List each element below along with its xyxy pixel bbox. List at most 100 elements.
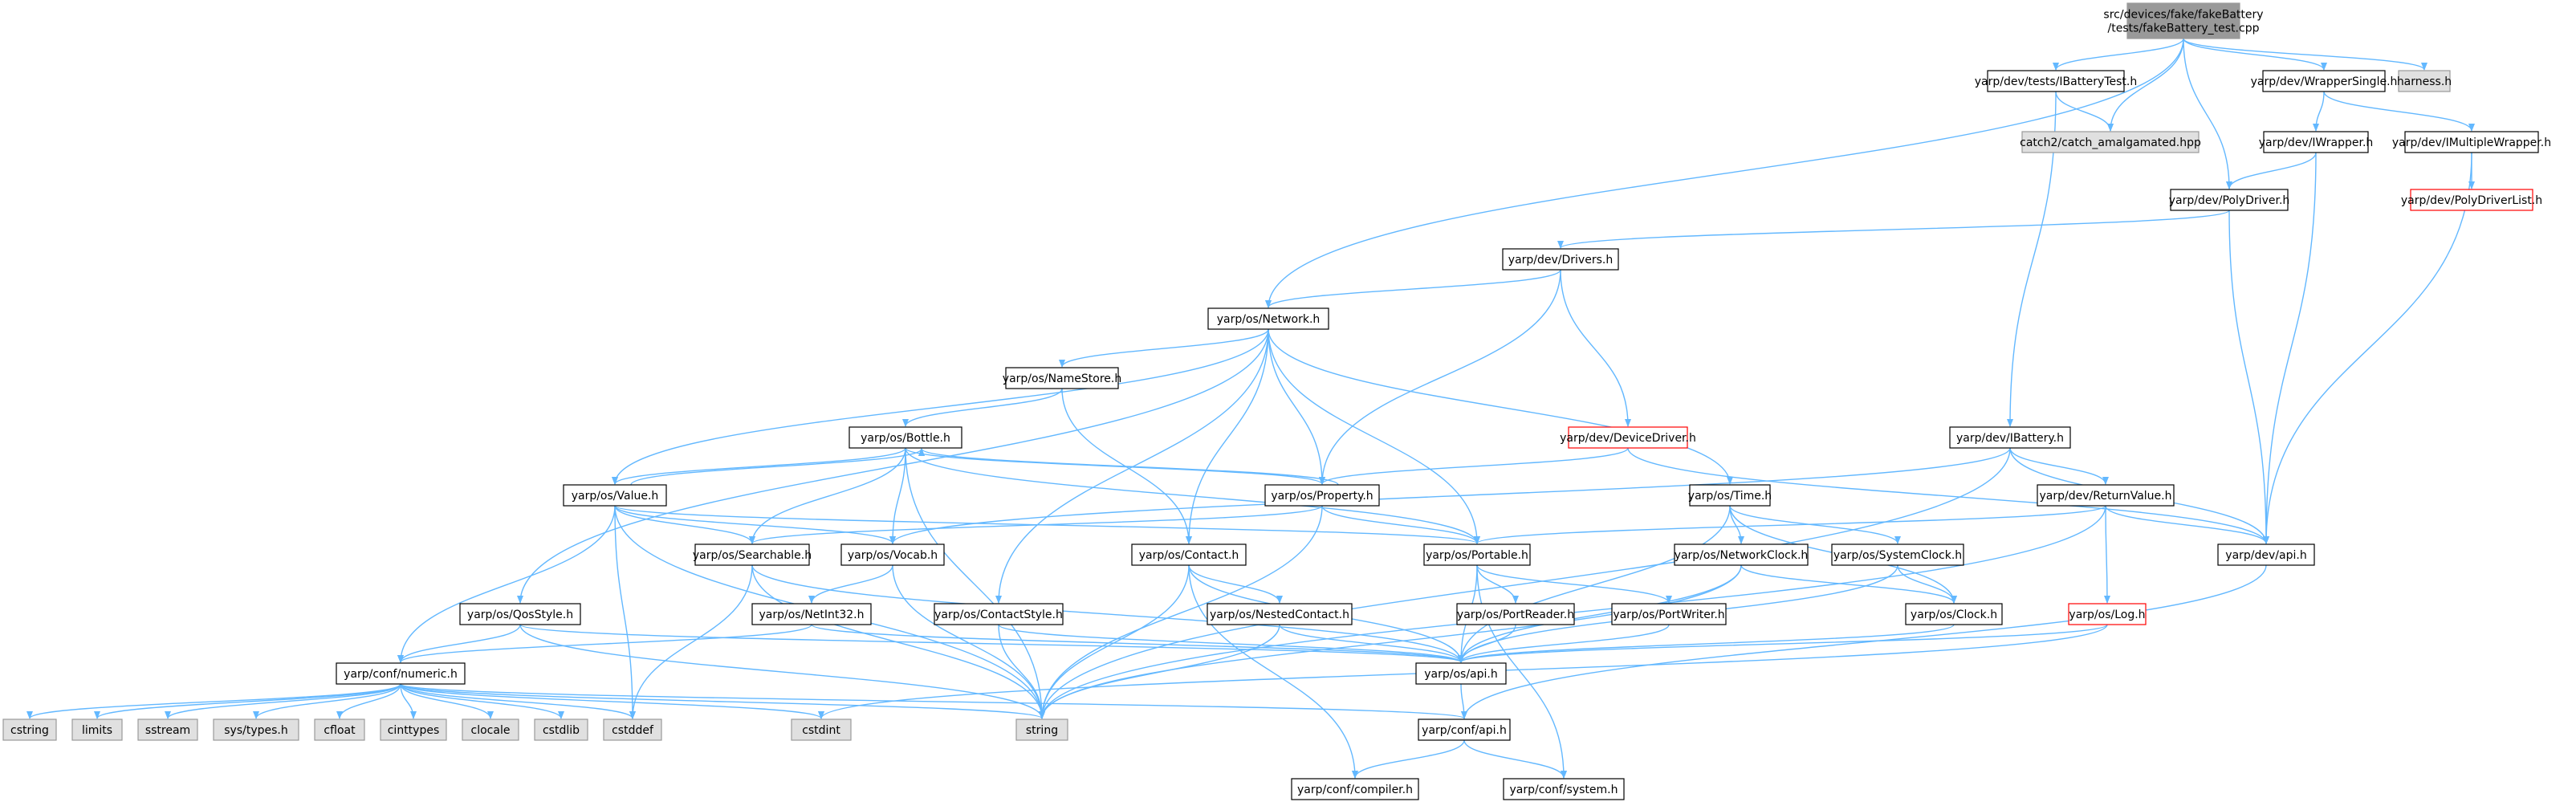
node-time[interactable]: yarp/os/Time.h [1688, 484, 1772, 507]
node-label: yarp/dev/PolyDriver.h [2169, 194, 2290, 207]
node-label: yarp/os/Bottle.h [861, 432, 950, 445]
edge-line [2228, 210, 2269, 544]
node-bottle[interactable]: yarp/os/Bottle.h [848, 426, 962, 449]
node-label: yarp/os/Searchable.h [693, 549, 812, 562]
node-clock[interactable]: yarp/os/Clock.h [1905, 603, 2003, 625]
node-box [1502, 248, 1619, 271]
edge-line [1039, 447, 2011, 719]
node-box [791, 718, 852, 741]
node-contact[interactable]: yarp/os/Contact.h [1131, 543, 1247, 566]
edge-qosstyle-to-osapi [519, 624, 1464, 663]
node-imultiplewrapper[interactable]: yarp/dev/IMultipleWrapper.h [2392, 131, 2551, 153]
edge-devicedriver-to-property [1319, 447, 1629, 485]
edge-property-to-portable [1321, 505, 1480, 544]
edge-line [749, 447, 906, 544]
node-label: harness.h [2397, 75, 2452, 88]
node-box [1674, 543, 1809, 566]
node-searchable[interactable]: yarp/os/Searchable.h [693, 543, 812, 566]
node-ibatterytest[interactable]: yarp/dev/tests/IBatteryTest.h [1975, 70, 2137, 92]
edge-line [1476, 564, 1672, 604]
node-namestore[interactable]: yarp/os/NameStore.h [1003, 367, 1121, 389]
edge-line [998, 624, 1464, 663]
edge-wrappersingle-to-imultiplewrapper [2323, 91, 2475, 132]
edge-ibattery-to-returnvalue [2009, 447, 2109, 485]
edge-root-to-catch2 [2107, 38, 2184, 132]
node-label: yarp/dev/IWrapper.h [2259, 136, 2374, 149]
edge-confapi-to-system [1463, 739, 1567, 779]
node-box [1264, 484, 1380, 507]
node-iwrapper[interactable]: yarp/dev/IWrapper.h [2259, 131, 2374, 153]
node-box [213, 718, 299, 741]
node-confapi[interactable]: yarp/conf/api.h [1418, 718, 1511, 741]
node-label: cfloat [324, 724, 356, 737]
node-label: yarp/os/NestedContact.h [1210, 609, 1349, 621]
node-networkclock[interactable]: yarp/os/NetworkClock.h [1674, 543, 1809, 566]
node-devicedriver[interactable]: yarp/dev/DeviceDriver.h [1560, 426, 1696, 449]
node-label: yarp/conf/system.h [1510, 784, 1618, 796]
node-label: yarp/dev/ReturnValue.h [2040, 490, 2172, 503]
node-osapi[interactable]: yarp/os/api.h [1415, 662, 1507, 685]
edge-line [1458, 624, 1955, 663]
edge-time-to-systemclock [1729, 505, 1901, 544]
node-ibattery[interactable]: yarp/dev/IBattery.h [1949, 426, 2071, 449]
node-label: yarp/os/Time.h [1688, 490, 1772, 503]
edge-line [1039, 624, 1280, 719]
edge-numeric-to-limits [94, 683, 401, 719]
node-label: yarp/os/Network.h [1217, 313, 1321, 326]
node-property[interactable]: yarp/os/Property.h [1264, 484, 1380, 507]
node-systemclock[interactable]: yarp/os/SystemClock.h [1831, 543, 1964, 566]
node-label: yarp/dev/api.h [2225, 549, 2306, 562]
node-label: yarp/dev/Drivers.h [1508, 254, 1613, 267]
node-box [2126, 2, 2240, 39]
node-box [2262, 70, 2386, 92]
node-value[interactable]: yarp/os/Value.h [563, 484, 667, 507]
edge-line [751, 564, 1464, 663]
edge-nestedcontact-to-string [1039, 624, 1280, 719]
edge-line [1059, 328, 1269, 368]
node-portwriter[interactable]: yarp/os/PortWriter.h [1611, 603, 1727, 625]
edge-line [902, 388, 1063, 427]
edge-line [1319, 447, 1629, 485]
node-label: cstring [10, 724, 49, 737]
node-box [2404, 131, 2539, 153]
node-polydriver[interactable]: yarp/dev/PolyDriver.h [2169, 189, 2290, 211]
node-devapi[interactable]: yarp/dev/api.h [2217, 543, 2315, 566]
edge-line [2323, 91, 2475, 132]
edge-line [1474, 505, 2106, 544]
node-portreader[interactable]: yarp/os/PortReader.h [1456, 603, 1575, 625]
node-root[interactable]: src/devices/fake/fakeBattery/tests/fakeB… [2103, 2, 2264, 39]
node-box [1905, 603, 2003, 625]
node-label: limits [82, 724, 112, 737]
node-vocab[interactable]: yarp/os/Vocab.h [840, 543, 945, 566]
node-contactstyle[interactable]: yarp/os/ContactStyle.h [934, 603, 1064, 625]
edge-line [400, 683, 564, 719]
node-cstdlib: cstdlib [534, 718, 588, 741]
node-wrappersingle[interactable]: yarp/dev/WrapperSingle.h [2251, 70, 2398, 92]
edge-line [2263, 152, 2472, 544]
node-netint32[interactable]: yarp/os/NetInt32.h [751, 603, 872, 625]
node-box [462, 718, 519, 741]
node-polydriverlist[interactable]: yarp/dev/PolyDriverList.h [2401, 189, 2542, 211]
edge-searchable-to-cstddef [629, 564, 753, 719]
node-nestedcontact[interactable]: yarp/os/NestedContact.h [1207, 603, 1353, 625]
edge-clock-to-osapi [1458, 624, 1955, 663]
node-log[interactable]: yarp/os/Log.h [2068, 603, 2147, 625]
node-portable[interactable]: yarp/os/Portable.h [1423, 543, 1531, 566]
node-network[interactable]: yarp/os/Network.h [1207, 307, 1329, 330]
node-returnvalue[interactable]: yarp/dev/ReturnValue.h [2037, 484, 2175, 507]
edge-line [2226, 152, 2317, 189]
node-box [1689, 484, 1771, 507]
edge-line [517, 328, 1269, 604]
node-numeric[interactable]: yarp/conf/numeric.h [336, 662, 466, 685]
edge-ibattery-to-string [1039, 447, 2011, 719]
edge-line [2183, 38, 2232, 189]
node-box [380, 718, 447, 741]
edge-line [1729, 505, 1901, 544]
node-compiler[interactable]: yarp/conf/compiler.h [1291, 778, 1419, 800]
node-label: /tests/fakeBattery_test.cpp [2108, 22, 2260, 35]
node-system[interactable]: yarp/conf/system.h [1503, 778, 1625, 800]
edge-polydriver-to-devapi [2228, 210, 2269, 544]
node-box [2398, 70, 2451, 92]
node-qosstyle[interactable]: yarp/os/QosStyle.h [459, 603, 581, 625]
node-drivers[interactable]: yarp/dev/Drivers.h [1502, 248, 1619, 271]
